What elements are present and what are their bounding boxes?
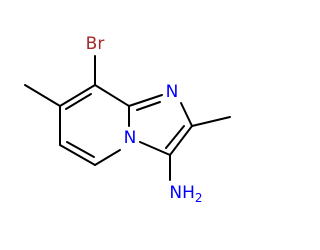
bond-c2-c3 — [169, 125, 193, 156]
bond-c8a-c8 — [94, 84, 130, 107]
bond-c8-c7 — [59, 84, 96, 107]
imidazole-nitrogen-label: N — [166, 82, 179, 102]
amine-label: NH2 — [169, 183, 202, 205]
amine-nh: NH — [169, 183, 195, 203]
bond-c6-c5 — [59, 144, 96, 166]
amine-subscript: 2 — [195, 191, 203, 205]
structure-diagram: Br N N NH2 — [24, 34, 231, 205]
bond-c5-n4 — [94, 149, 121, 166]
atom-labels: Br N N NH2 — [86, 34, 203, 205]
structure-canvas: Br N N NH2 — [24, 34, 231, 205]
bond-c3-n4 — [139, 141, 171, 156]
bridgehead-nitrogen-label: N — [124, 128, 137, 148]
bonds — [24, 55, 231, 181]
bond-c6-methyl — [24, 84, 61, 107]
bond-c8-c7-inner — [65, 93, 92, 110]
bond-c2-methyl — [191, 116, 231, 127]
bond-n1-c2 — [180, 102, 193, 127]
bond-c8a-n1 — [128, 94, 163, 107]
bond-c2-c3-inner — [165, 125, 185, 149]
bond-c6-c5-inner — [66, 141, 95, 158]
bond-c8a-n1-inner — [136, 101, 161, 111]
bromine-label: Br — [86, 34, 105, 54]
